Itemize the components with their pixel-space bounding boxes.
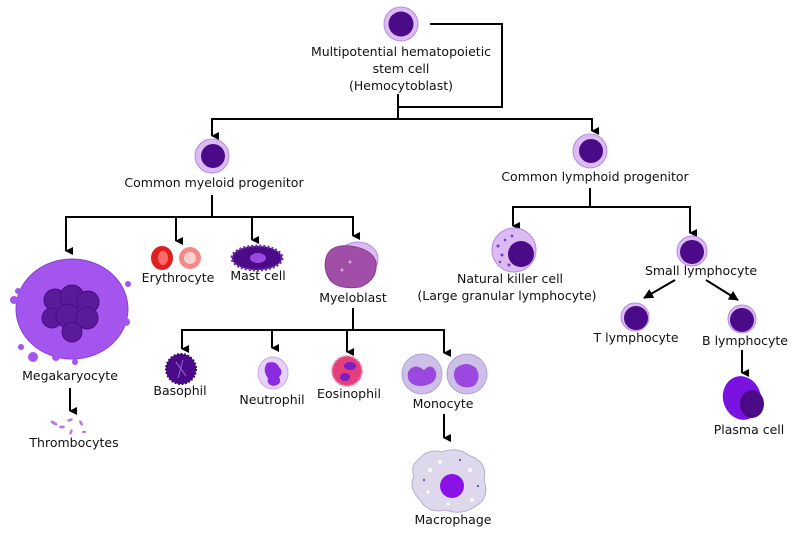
eosinophil: Eosinophil [317,355,381,401]
macrophage-label: Macrophage [415,512,492,527]
arrow-to-b-lymphocyte [705,279,739,301]
b-lymphocyte: B lymphocyte [702,304,788,348]
plasma-cell: Plasma cell [714,376,785,437]
myeloblast-label: Myeloblast [319,290,387,305]
macrophage-icon [411,449,487,513]
monocyte-icon [401,353,488,395]
lymphoid-progenitor: Common lymphoid progenitor [501,133,690,184]
neutrophil-icon [257,356,289,390]
mast-cell-label: Mast cell [230,268,285,283]
t-lymphocyte-label: T lymphocyte [592,330,678,345]
neutrophil: Neutrophil [239,356,305,407]
plasma-cell-icon [722,376,764,420]
thrombocytes-label: Thrombocytes [28,435,118,450]
small-lymphocyte: Small lymphocyte [645,235,757,278]
eosinophil-icon [331,355,363,387]
macrophage: Macrophage [411,449,492,527]
myeloblast-icon [324,241,379,289]
thrombocytes-icon [50,418,86,435]
stem-self-renewal-line [398,23,503,108]
monocyte-label: Monocyte [413,396,474,411]
small-lymphocyte-label: Small lymphocyte [645,263,757,278]
stem-cell: Multipotential hematopoietic stem cell (… [311,6,491,93]
basophil-label: Basophil [153,383,206,398]
nk-cell: Natural killer cell (Large granular lymp… [417,227,597,303]
monocyte: Monocyte [401,353,488,411]
thrombocytes: Thrombocytes [28,418,119,450]
megakaryocyte-label: Megakaryocyte [22,368,118,383]
nk-cell-icon [491,227,537,273]
stem-cell-label-2: stem cell [373,61,430,76]
mast-cell-icon [230,244,284,272]
erythrocyte-label: Erythrocyte [142,270,215,285]
myeloid-progenitor-label: Common myeloid progenitor [124,175,304,190]
lymphoid-progenitor-label: Common lymphoid progenitor [501,169,689,184]
b-lymphocyte-label: B lymphocyte [702,333,788,348]
myeloblast: Myeloblast [319,241,387,305]
megakaryocyte: Megakaryocyte [10,258,131,383]
erythrocyte-icon [151,246,201,270]
plasma-cell-label: Plasma cell [714,422,785,437]
nk-cell-label-1: Natural killer cell [457,271,563,286]
stem-cell-label-1: Multipotential hematopoietic [311,44,491,59]
arrow-to-t-lymphocyte [643,279,676,299]
basophil: Basophil [153,353,207,398]
nk-cell-label-2: (Large granular lymphocyte) [417,288,596,303]
basophil-icon [165,353,197,385]
stem-cell-label-3: (Hemocytoblast) [349,78,453,93]
megakaryocyte-icon [10,258,131,365]
mast-cell: Mast cell [230,244,286,283]
neutrophil-label: Neutrophil [239,392,304,407]
t-lymphocyte: T lymphocyte [592,302,679,345]
connectors [65,23,749,442]
erythrocyte: Erythrocyte [142,246,215,285]
eosinophil-label: Eosinophil [317,386,381,401]
myeloid-progenitor: Common myeloid progenitor [124,138,304,190]
